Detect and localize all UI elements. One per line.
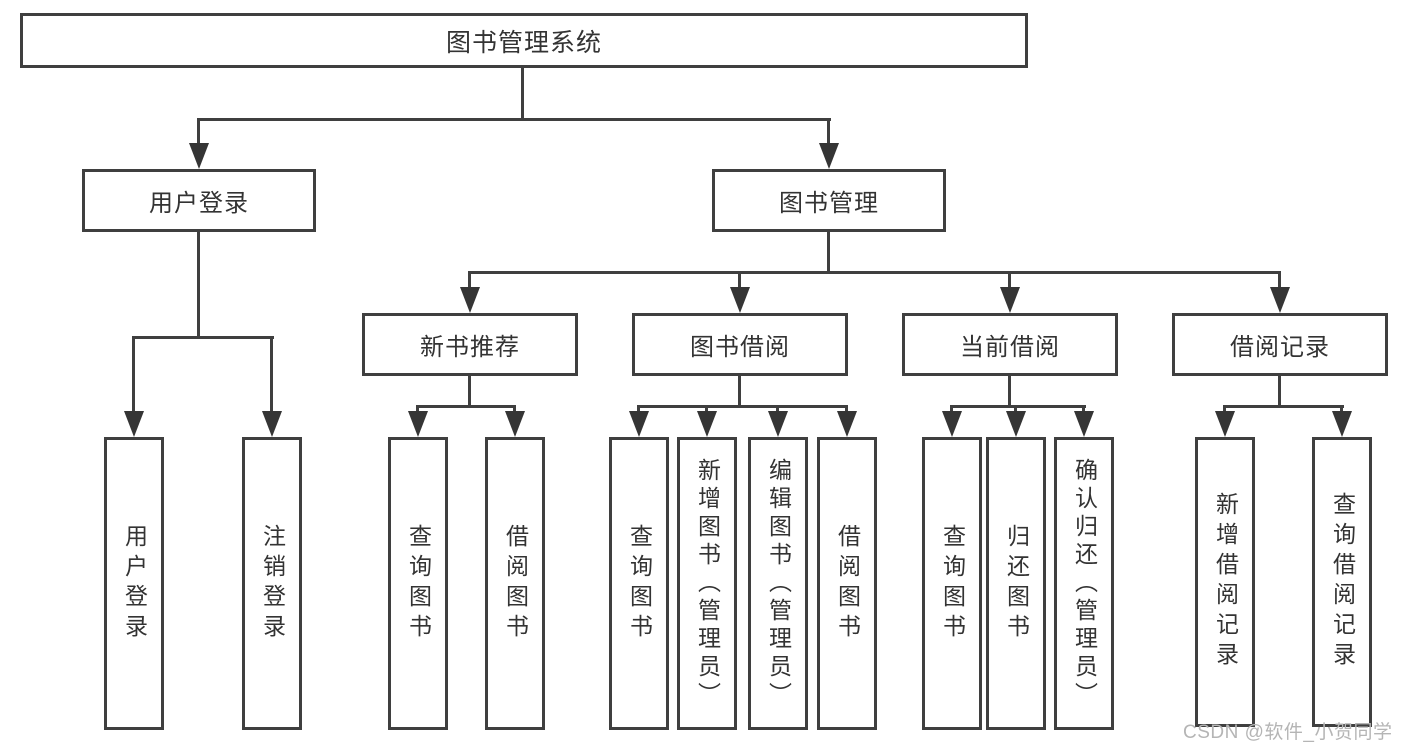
arrow-current-return-head (1006, 411, 1026, 437)
connector-records-bar (1224, 405, 1344, 408)
arrow-borrow-stem (738, 271, 741, 291)
arrow-records-add-head (1215, 411, 1235, 437)
leaf-borrow-edit-books-admin-label: 编辑图书（管理员） (765, 457, 792, 710)
leaf-user-login-label: 用户登录 (121, 523, 148, 644)
leaf-borrow-add-books-admin: 新增图书（管理员） (677, 437, 737, 730)
connector-current-stem (1008, 374, 1011, 408)
connector-recommend-stem (468, 374, 471, 408)
leaf-recommend-borrow-books: 借阅图书 (485, 437, 545, 730)
leaf-records-add-record: 新增借阅记录 (1195, 437, 1255, 727)
connector-recommend-bar (417, 405, 516, 408)
arrow-recommend-borrow-head (505, 411, 525, 437)
leaf-recommend-query-books-label: 查询图书 (405, 523, 432, 644)
leaf-records-query-record-label: 查询借阅记录 (1329, 492, 1356, 672)
arrow-records-stem (1278, 271, 1281, 291)
connector-records-stem (1278, 374, 1281, 408)
arrow-user-login-head (189, 143, 209, 169)
csdn-watermark: CSDN @软件_小贺同学 (1183, 722, 1393, 743)
leaf-borrow-query-books: 查询图书 (609, 437, 669, 730)
leaf-borrow-query-books-label: 查询图书 (626, 523, 653, 644)
leaf-recommend-query-books: 查询图书 (388, 437, 448, 730)
arrow-leaf-login-head (124, 411, 144, 437)
connector-level2-bar (198, 118, 831, 121)
leaf-current-confirm-return-admin-label: 确认归还（管理员） (1071, 457, 1098, 710)
leaf-current-query-books-label: 查询图书 (939, 523, 966, 644)
arrow-current-stem (1008, 271, 1011, 291)
arrow-recommend-query-head (408, 411, 428, 437)
arrow-leaf-logout-stem (270, 336, 273, 414)
arrow-borrow-edit-head (768, 411, 788, 437)
leaf-current-confirm-return-admin: 确认归还（管理员） (1054, 437, 1114, 730)
connector-borrow-stem (738, 374, 741, 408)
connector-borrow-bar (638, 405, 848, 408)
arrow-current-confirm-head (1074, 411, 1094, 437)
node-book-borrow: 图书借阅 (632, 313, 848, 376)
node-new-book-recommend: 新书推荐 (362, 313, 578, 376)
arrow-recommend-head (460, 287, 480, 313)
leaf-borrow-borrow-books-label: 借阅图书 (834, 523, 861, 644)
arrow-book-management-head (819, 143, 839, 169)
leaf-borrow-borrow-books: 借阅图书 (817, 437, 877, 730)
connector-user-login-bar (133, 336, 274, 339)
connector-user-login-stem (197, 230, 200, 338)
arrow-recommend-stem (468, 271, 471, 291)
leaf-current-return-books: 归还图书 (986, 437, 1046, 730)
connector-level3-bar (468, 271, 1281, 274)
leaf-current-query-books: 查询图书 (922, 437, 982, 730)
arrow-borrow-query-head (629, 411, 649, 437)
connector-current-bar (951, 405, 1086, 408)
node-borrow-records: 借阅记录 (1172, 313, 1388, 376)
leaf-borrow-edit-books-admin: 编辑图书（管理员） (748, 437, 808, 730)
node-user-login: 用户登录 (82, 169, 316, 232)
leaf-logout: 注销登录 (242, 437, 302, 730)
connector-book-management-stem (827, 230, 830, 274)
arrow-borrow-head (730, 287, 750, 313)
node-current-borrow: 当前借阅 (902, 313, 1118, 376)
arrow-current-head (1000, 287, 1020, 313)
leaf-records-query-record: 查询借阅记录 (1312, 437, 1372, 727)
arrow-records-head (1270, 287, 1290, 313)
leaf-records-add-record-label: 新增借阅记录 (1212, 492, 1239, 672)
leaf-logout-label: 注销登录 (259, 523, 286, 644)
arrow-leaf-login-stem (132, 336, 135, 414)
leaf-user-login: 用户登录 (104, 437, 164, 730)
leaf-borrow-add-books-admin-label: 新增图书（管理员） (694, 457, 721, 710)
leaf-current-return-books-label: 归还图书 (1003, 523, 1030, 644)
node-book-management: 图书管理 (712, 169, 946, 232)
arrow-borrow-add-head (697, 411, 717, 437)
arrow-user-login-stem (197, 118, 200, 146)
arrow-borrow-borrow-head (837, 411, 857, 437)
arrow-leaf-logout-head (262, 411, 282, 437)
connector-root-stem (521, 66, 524, 121)
arrow-book-management-stem (827, 118, 830, 146)
node-root: 图书管理系统 (20, 13, 1028, 68)
leaf-recommend-borrow-books-label: 借阅图书 (502, 523, 529, 644)
arrow-current-query-head (942, 411, 962, 437)
arrow-records-query-head (1332, 411, 1352, 437)
